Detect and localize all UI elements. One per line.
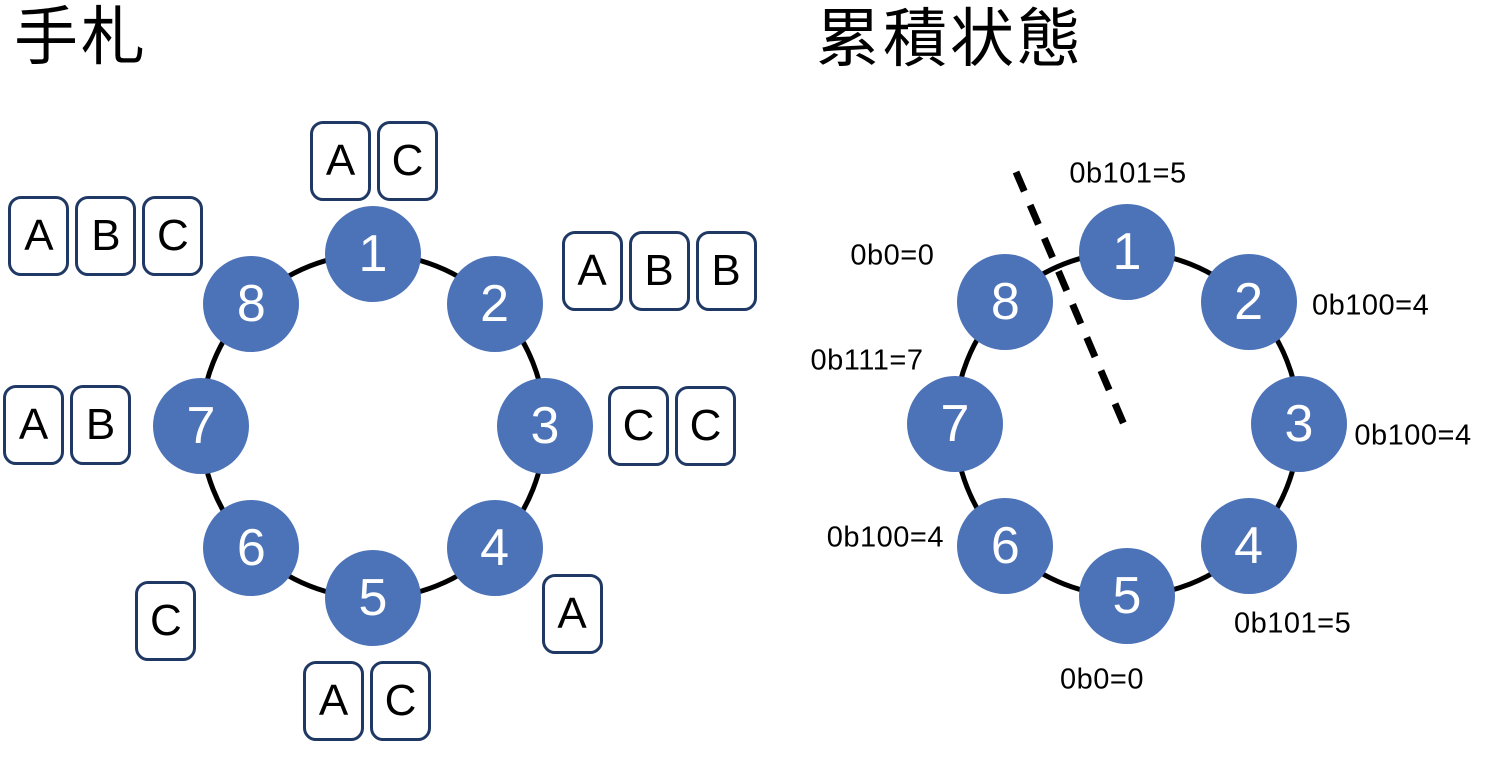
state-label-node-7: 0b111=7 [810,344,924,377]
hand-ring-node-5: 5 [325,550,421,646]
state-label-node-1: 0b101=5 [1069,157,1187,190]
hand-ring-node-1: 1 [325,206,421,302]
state-ring-node-6: 6 [957,497,1054,594]
state-ring-node-2: 2 [1200,254,1297,351]
card-node3-1: C [608,386,669,466]
state-label-node-4: 0b101=5 [1234,607,1352,640]
card-node2-1: A [561,231,623,312]
state-label-node-6: 0b100=4 [826,521,944,554]
card-node5-2: C [370,661,431,741]
card-node1-1: A [310,121,371,201]
card-node5-1: A [303,661,364,741]
accumulated-state-title: 累積状態 [816,3,1084,75]
hand-cards-of-node-6: C [135,580,197,661]
hand-ring-node-7: 7 [153,378,249,474]
hand-cards-of-node-4: A [541,573,603,654]
card-node3-2: C [675,386,736,466]
card-node8-3: C [142,196,204,277]
hand-cards-title: 手札 [14,1,148,73]
card-node4-1: A [541,573,603,654]
state-ring-node-3: 3 [1251,376,1347,472]
hand-ring-node-2: 2 [446,256,543,353]
card-node1-2: C [377,121,438,201]
card-node6-1: C [135,580,197,661]
state-ring-node-8: 8 [957,254,1054,351]
card-node2-2: B [628,231,690,312]
card-node8-1: A [8,196,70,277]
state-label-node-3: 0b100=4 [1354,419,1472,452]
state-label-node-5: 0b0=0 [1060,663,1144,696]
hand-ring-node-6: 6 [203,499,300,596]
hand-ring-node-8: 8 [203,256,300,353]
state-label-node-8: 0b0=0 [850,239,935,272]
card-node2-3: B [695,231,757,312]
state-ring-node-4: 4 [1200,497,1297,594]
hand-ring-node-4: 4 [446,499,543,596]
state-label-node-2: 0b100=4 [1312,289,1430,322]
card-node7-2: B [70,385,131,465]
state-ring-node-5: 5 [1079,548,1175,644]
card-node8-2: B [75,196,137,277]
state-ring-node-1: 1 [1079,204,1175,300]
hand-ring-node-3: 3 [497,378,593,474]
card-node7-1: A [3,385,64,465]
cut-dashed-line [1012,170,1132,436]
state-ring-node-7: 7 [907,376,1003,472]
